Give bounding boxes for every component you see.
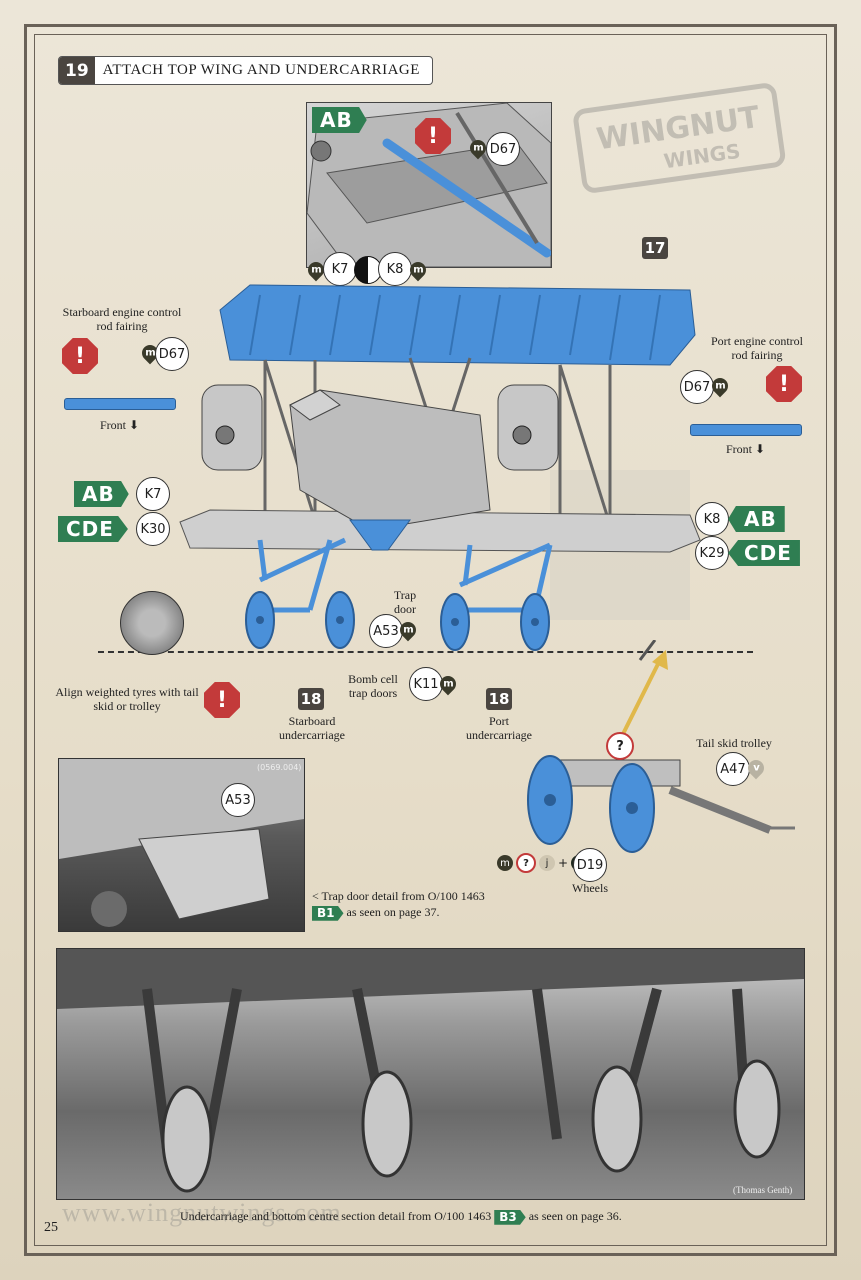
inset-warning-icon: !: [415, 118, 451, 154]
question-icon: ?: [516, 853, 536, 873]
step-title: ATTACH TOP WING AND UNDERCARRIAGE: [102, 62, 420, 78]
warning-icon: !: [62, 338, 98, 374]
part-callout-k7: K7: [323, 252, 357, 286]
part-callout-a47: A47: [716, 752, 750, 786]
wingnut-wings-watermark-logo: WINGNUT WINGS: [573, 83, 786, 193]
question-icon: ?: [606, 732, 634, 760]
part-callout-d67: D67: [486, 132, 520, 166]
starboard-fairing-title: Starboard engine control rod fairing: [62, 305, 182, 333]
port-fairing-title: Port engine control rod fairing: [711, 334, 803, 362]
reference-chip-b1: B1: [312, 905, 344, 921]
starboard-fairing-part: [64, 398, 176, 410]
warning-icon: !: [204, 682, 240, 718]
sub-step-badge-top-wing: 17: [642, 237, 668, 259]
wheels-label: Wheels: [572, 881, 608, 895]
paint-drop-icon: j: [539, 855, 555, 871]
bomb-cell-label: Bomb cell trap doors: [348, 672, 398, 700]
inset-assembly-tag: AB: [312, 107, 367, 133]
front-label: Front ⬇: [100, 418, 140, 432]
part-callout-d19: D19: [573, 848, 607, 882]
starboard-undercarriage-label: Starboard undercarriage: [279, 714, 345, 742]
assembly-tag-ab: AB: [728, 506, 785, 532]
align-tyres-note: Align weighted tyres with tail skid or t…: [55, 685, 199, 713]
part-callout-k30: K30: [136, 512, 170, 546]
part-callout-d67: D67: [155, 337, 189, 371]
trap-door-photo-image: [59, 759, 304, 927]
part-callout-d67: D67: [680, 370, 714, 404]
weighted-tyre-drawing: [120, 591, 184, 655]
assembly-tag-cde: CDE: [58, 516, 128, 542]
tail-skid-trolley-drawing: [527, 640, 795, 853]
trap-door-caption: < Trap door detail from O/100 1463 B1 as…: [312, 889, 485, 921]
part-callout-k11: K11: [409, 667, 443, 701]
step-number: 19: [59, 57, 95, 84]
undercarriage-photo: (Thomas Genth): [56, 948, 805, 1200]
sub-step-badge-port: 18: [486, 688, 512, 710]
assembly-tag-ab: AB: [74, 481, 129, 507]
part-callout-a53: A53: [369, 614, 403, 648]
photo-reference: (0569.004): [257, 763, 302, 772]
step-header: 19 ATTACH TOP WING AND UNDERCARRIAGE: [58, 56, 433, 85]
photo-credit: (Thomas Genth): [733, 1185, 793, 1195]
port-fairing-part: [690, 424, 802, 436]
plus-sign: +: [558, 856, 569, 870]
trap-door-label: Trap door: [393, 588, 417, 616]
assembly-tag-cde: CDE: [728, 540, 800, 566]
warning-icon: !: [766, 366, 802, 402]
aircraft-assembly-drawing: [179, 284, 701, 651]
undercarriage-photo-image: [57, 949, 804, 1193]
yin-yang-icon: [354, 256, 382, 284]
part-callout-k7: K7: [136, 477, 170, 511]
front-label: Front ⬇: [726, 442, 766, 456]
part-callout-k29: K29: [695, 536, 729, 570]
site-watermark: www.wingnutwings.com: [62, 1198, 342, 1227]
page-frame-outer: [24, 24, 837, 1256]
part-callout-a53: A53: [221, 783, 255, 817]
undercarriage-caption: Undercarriage and bottom centre section …: [180, 1209, 622, 1225]
paint-drop-icon: m: [497, 855, 513, 871]
port-undercarriage-label: Port undercarriage: [466, 714, 532, 742]
sub-step-badge-starboard: 18: [298, 688, 324, 710]
page-frame-inner: [34, 34, 827, 1246]
part-callout-k8: K8: [695, 502, 729, 536]
part-callout-k8: K8: [378, 252, 412, 286]
tail-skid-trolley-label: Tail skid trolley: [696, 736, 772, 750]
ground-alignment-line: [98, 651, 753, 653]
trap-door-photo: (0569.004) A53: [58, 758, 305, 932]
page-number: 25: [44, 1220, 58, 1235]
reference-chip-b3: B3: [494, 1209, 526, 1225]
